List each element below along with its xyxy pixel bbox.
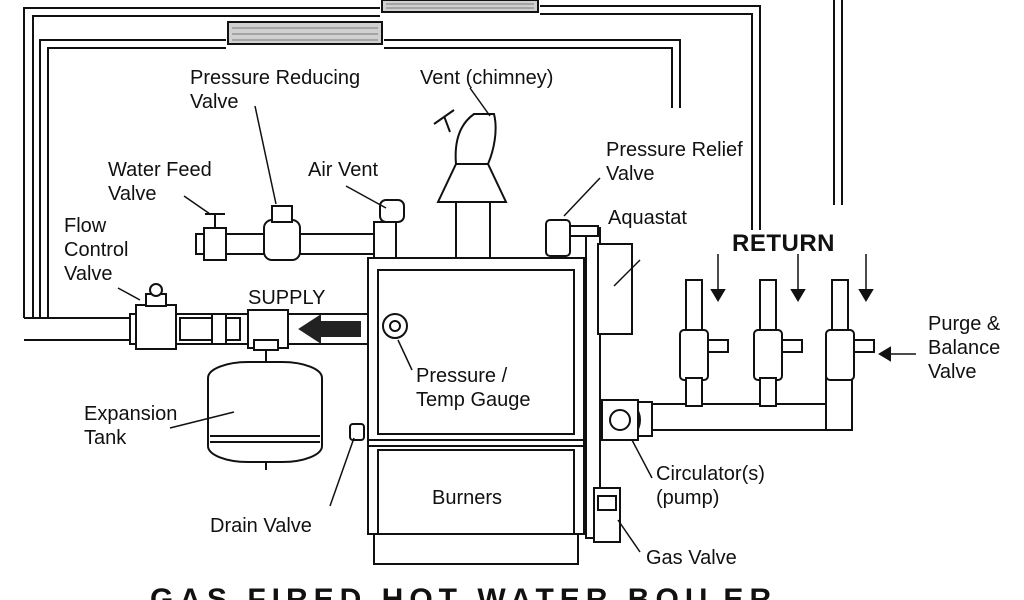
return-manifold	[635, 349, 853, 437]
drain-valve-label: Drain Valve	[210, 515, 312, 537]
vent-chimney-label: Vent (chimney)	[420, 67, 554, 89]
gas-valve-body	[593, 487, 621, 543]
water-feed-line	[195, 199, 405, 266]
supply-loop-piping	[23, 0, 843, 341]
flow-control-valve	[135, 283, 177, 350]
pressure-relief-valve-label: Pressure Relief Valve	[606, 139, 743, 185]
air-vent-label: Air Vent	[308, 159, 379, 181]
boiler-cabinet	[367, 257, 585, 565]
circulator-pump	[599, 399, 641, 441]
return-label: RETURN	[732, 230, 835, 257]
gas-valve-label: Gas Valve	[646, 547, 737, 569]
drain-valve-body	[349, 423, 365, 441]
vent-chimney-stack	[433, 109, 508, 259]
pressure-temp-gauge-dial	[382, 313, 408, 339]
aquastat-label: Aquastat	[608, 207, 687, 229]
return-risers	[679, 279, 875, 407]
burners-label: Burners	[432, 487, 503, 509]
supply-label: SUPPLY	[248, 287, 326, 309]
pressure-relief-valve	[545, 219, 599, 257]
water-feed-valve-label: Water Feed Valve	[108, 159, 212, 205]
expansion-tank	[207, 339, 323, 470]
pressure-reducing-valve-label: Pressure Reducing Valve	[190, 67, 361, 113]
radiator-middle	[227, 21, 383, 45]
flow-control-valve-label: Flow Control Valve	[64, 215, 129, 285]
pressure-temp-gauge-label: Pressure / Temp Gauge	[416, 365, 531, 411]
diagram-caption: GAS FIRED HOT WATER BOILER	[150, 583, 778, 600]
purge-balance-valve-label: Purge & Balance Valve	[928, 313, 1001, 383]
return-flow-arrowheads	[710, 289, 891, 362]
aquastat-box	[585, 227, 633, 539]
expansion-tank-label: Expansion Tank	[84, 403, 178, 449]
circulator-pump-label: Circulator(s) (pump)	[656, 463, 765, 509]
supply-flow-arrow	[298, 314, 361, 344]
radiator-top	[381, 0, 539, 13]
